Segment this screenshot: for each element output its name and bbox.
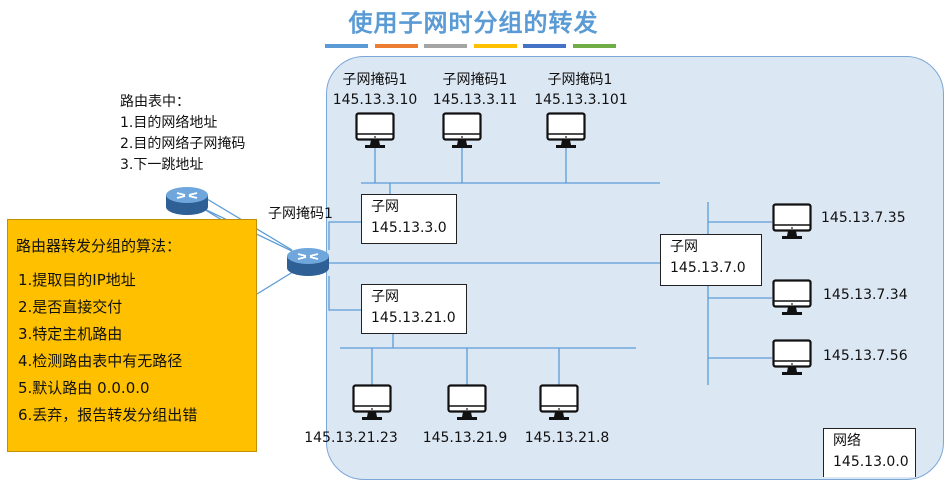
computer-monitor-icon [447,384,487,420]
subnet-label: 子网 [371,289,399,305]
routing-table-item: 2.目的网络子网掩码 [120,136,246,152]
routing-table-heading: 路由表中： [120,94,190,110]
host-subnet-mask: 子网掩码1 [547,72,613,88]
computer-monitor-icon [442,112,482,148]
router-to-subnet-3-link [328,221,361,250]
host-ip: 145.13.3.11 [432,92,518,108]
router-icon [166,187,208,215]
routing-table-item: 1.目的网络地址 [120,115,218,131]
title-bar-segment [573,44,616,48]
title-bar-segment [325,44,368,48]
computer-monitor-icon [352,384,392,420]
network-box: 网络 145.13.0.0 [823,428,916,477]
subnet-box-3: 子网 145.13.3.0 [361,194,457,244]
subnet-label: 子网 [670,239,698,255]
host-ip: 145.13.7.35 [821,210,906,226]
host-ip: 145.13.7.56 [823,348,908,364]
router-mask-label: 子网掩码1 [268,206,333,222]
title-bar-segment [424,44,467,48]
algorithm-step: 6.丢弃，报告转发分组出错 [18,406,198,424]
host-ip: 145.13.7.34 [823,287,908,303]
host-subnet-mask: 子网掩码1 [342,72,408,88]
computer-monitor-icon [772,203,812,239]
algorithm-heading: 路由器转发分组的算法： [16,237,182,255]
host-ip: 145.13.21.9 [422,430,508,446]
title-bar-segment [474,44,517,48]
router-to-subnet-21-link [328,276,361,311]
title-bar-segment [375,44,418,48]
computer-monitor-icon [772,279,812,315]
subnet-label: 子网 [371,199,399,215]
network-address: 145.13.0.0 [833,454,909,470]
router-icon [287,248,329,276]
subnet-address: 145.13.3.0 [371,220,447,236]
title-bar-segment [523,44,566,48]
computer-monitor-icon [539,384,579,420]
algorithm-steps: 1.提取目的IP地址 2.是否直接交付 3.特定主机路由 4.检测路由表中有无路… [18,267,197,429]
algorithm-step: 5.默认路由 0.0.0.0 [18,379,150,397]
host-ip: 145.13.3.10 [332,92,418,108]
host-ip: 145.13.21.8 [524,430,610,446]
page-title: 使用子网时分组的转发 [348,9,599,37]
network-region [326,56,944,480]
computer-monitor-icon [546,112,586,148]
network-label: 网络 [833,433,861,449]
subnet-address: 145.13.7.0 [670,260,746,276]
subnet-address: 145.13.21.0 [371,310,456,326]
routing-table-note: 路由表中： 1.目的网络地址 2.目的网络子网掩码 3.下一跳地址 [120,92,245,176]
computer-monitor-icon [355,112,395,148]
host-ip: 145.13.3.101 [534,92,628,108]
host-subnet-mask: 子网掩码1 [442,72,508,88]
computer-monitor-icon [772,339,812,375]
host-ip: 145.13.21.23 [304,430,398,446]
algorithm-step: 3.特定主机路由 [18,325,123,343]
algorithm-panel: 路由器转发分组的算法： 1.提取目的IP地址 2.是否直接交付 3.特定主机路由… [7,219,257,452]
algorithm-step: 1.提取目的IP地址 [18,271,136,289]
subnet-box-21: 子网 145.13.21.0 [361,284,467,334]
routing-table-item: 3.下一跳地址 [120,157,204,173]
algorithm-step: 4.检测路由表中有无路径 [18,352,183,370]
algorithm-step: 2.是否直接交付 [18,298,123,316]
subnet-box-7: 子网 145.13.7.0 [660,234,762,286]
